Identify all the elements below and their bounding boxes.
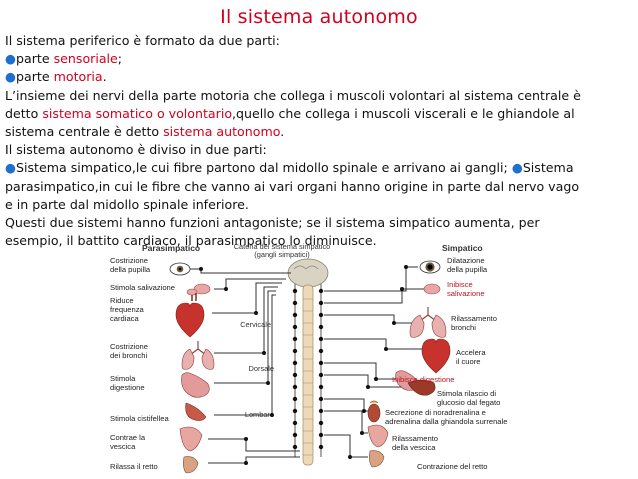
svg-text:Costrizione: Costrizione [110, 342, 148, 351]
svg-text:Inibisce digestione: Inibisce digestione [392, 375, 454, 384]
svg-text:cardiaca: cardiaca [110, 314, 139, 323]
left-eye-icon [169, 262, 191, 276]
page-title: Il sistema autonomo [220, 6, 418, 28]
left-stomach-icon [181, 372, 210, 421]
svg-text:della pupilla: della pupilla [110, 265, 151, 274]
highlight: motoria [53, 69, 103, 85]
svg-text:della pupilla: della pupilla [447, 265, 488, 274]
body-text: Il sistema periferico è formato da due p… [5, 32, 635, 250]
right-bladder-icon [367, 424, 389, 448]
line-1: Il sistema periferico è formato da due p… [5, 33, 280, 48]
autonomic-nervous-system-diagram: Parasimpatico Catena del sistema simpati… [110, 243, 507, 474]
bullet: ● [5, 160, 16, 176]
svg-text:Stimola rilascio di: Stimola rilascio di [437, 389, 496, 398]
bullet: ● [511, 160, 523, 176]
cervical-label: Cervicale [240, 320, 271, 329]
left-heart-icon [175, 293, 205, 338]
svg-text:digestione: digestione [110, 383, 145, 392]
line-11: Questi due sistemi hanno funzioni antago… [5, 215, 540, 231]
sympathetic-chain [292, 283, 324, 457]
line-5: detto sistema somatico o volontario,quel… [5, 105, 575, 121]
svg-text:Costrizione: Costrizione [110, 256, 148, 265]
svg-text:frequenza: frequenza [110, 305, 145, 314]
parasympathetic-ganglia [199, 267, 274, 465]
chain-header-1: Catena del sistema simpatico [234, 243, 331, 251]
right-lungs-icon [409, 307, 447, 338]
svg-text:adrenalina dalla ghiandola sur: adrenalina dalla ghiandola surrenale [385, 417, 507, 426]
bullet: ● [5, 51, 16, 67]
right-heart-icon [421, 338, 451, 374]
highlight: sensoriale [53, 51, 118, 67]
line-9: parasimpatico,in cui le fibre che vanno … [5, 178, 580, 194]
svg-text:della vescica: della vescica [392, 443, 436, 452]
svg-text:Secrezione di noradrenalina e: Secrezione di noradrenalina e [385, 408, 486, 417]
svg-text:Contrae la: Contrae la [110, 433, 146, 442]
sympathetic-ganglia [348, 265, 408, 459]
sympathetic-header: Simpatico [442, 243, 483, 253]
highlight: sistema autonomo [163, 124, 281, 140]
line-4: L’insieme dei nervi della parte motoria … [5, 87, 581, 103]
line-12: esempio, il battito cardiaco, il parasim… [5, 233, 377, 249]
svg-text:glucosio dal fegato: glucosio dal fegato [437, 398, 500, 407]
svg-text:bronchi: bronchi [451, 323, 476, 332]
svg-text:Riduce: Riduce [110, 296, 134, 305]
left-labels: Costrizione della pupilla Stimola saliva… [110, 256, 175, 471]
right-salivary-gland-icon [423, 283, 441, 295]
line-8: ●Sistema simpatico,le cui fibre partono … [5, 160, 574, 176]
brain-and-spine [287, 258, 329, 466]
svg-text:Dilatazione: Dilatazione [447, 256, 485, 265]
left-bladder-icon [179, 426, 203, 452]
svg-text:il cuore: il cuore [456, 357, 480, 366]
line-3: ●parte motoria. [5, 69, 107, 85]
right-eye-icon [419, 260, 441, 274]
svg-text:Accelera: Accelera [456, 348, 486, 357]
line-6: sistema centrale è detto sistema autonom… [5, 124, 285, 140]
svg-text:salivazione: salivazione [447, 289, 485, 298]
line-10: e in parte dal midollo spinale inferiore… [5, 196, 249, 212]
bullet: ● [5, 69, 16, 85]
sympathetic-nerves [324, 266, 424, 458]
left-lungs-icon [181, 341, 215, 370]
right-labels: Dilatazione della pupilla Inibisce saliv… [385, 256, 507, 471]
highlight: sistema somatico o volontario [42, 105, 233, 121]
svg-text:Rilassamento: Rilassamento [451, 314, 497, 323]
line-2: ●parte sensoriale; [5, 51, 123, 67]
line-7: Il sistema autonomo è diviso in due part… [5, 142, 267, 158]
left-rectum-icon [183, 456, 199, 474]
svg-text:Rilassa il retto: Rilassa il retto [110, 462, 158, 471]
svg-text:dei bronchi: dei bronchi [110, 351, 147, 360]
svg-text:Contrazione del retto: Contrazione del retto [417, 462, 488, 471]
dorsal-label: Dorsale [249, 364, 274, 373]
left-salivary-gland-icon [186, 283, 211, 296]
parasympathetic-header: Parasimpatico [142, 243, 200, 253]
right-adrenal-kidney-icon [367, 400, 381, 423]
svg-text:Stimola cistifellea: Stimola cistifellea [110, 414, 169, 423]
right-liver-icon [407, 379, 436, 396]
svg-text:Inibisce: Inibisce [447, 280, 473, 289]
chain-header-2: (gangli simpatici) [254, 250, 309, 259]
svg-text:vescica: vescica [110, 442, 136, 451]
right-rectum-icon [369, 450, 385, 468]
svg-text:Stimola salivazione: Stimola salivazione [110, 283, 175, 292]
svg-text:Stimola: Stimola [110, 374, 136, 383]
svg-text:Rilassamento: Rilassamento [392, 434, 438, 443]
